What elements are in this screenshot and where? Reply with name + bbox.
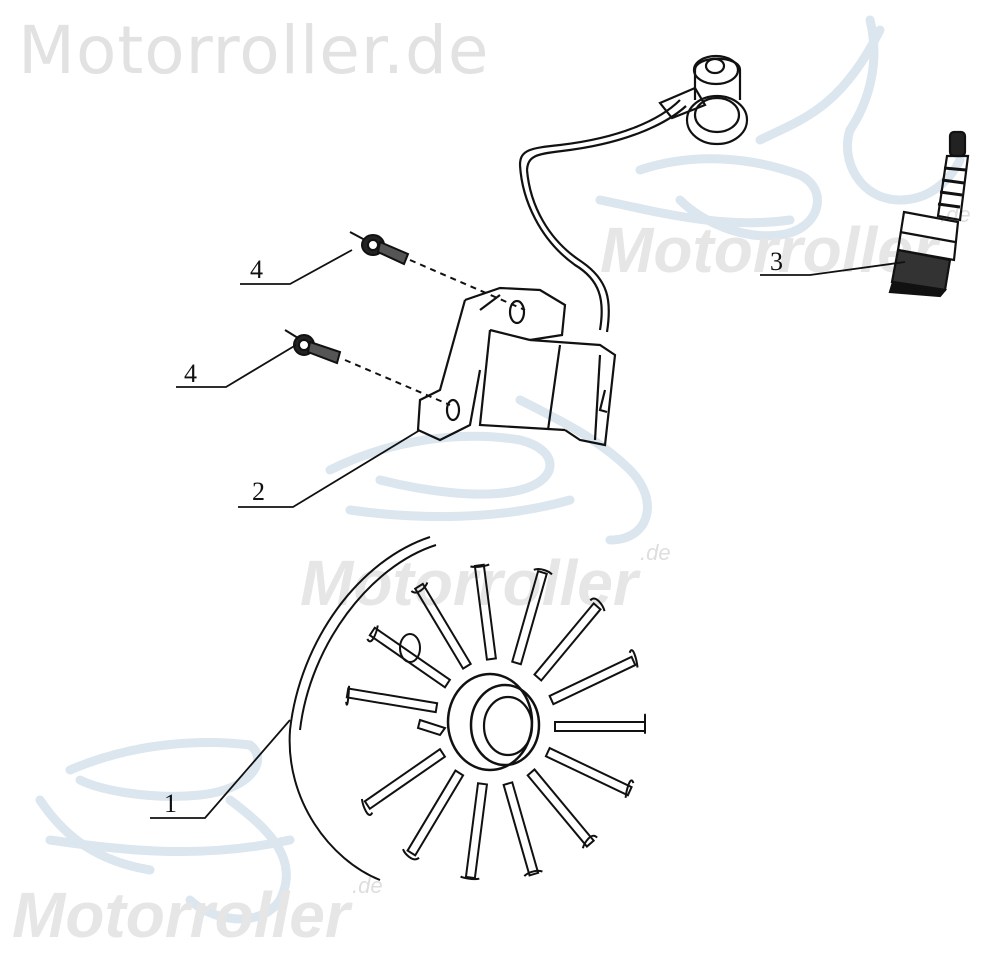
flywheel-fin-curl (624, 779, 635, 798)
flywheel-fin-curl (523, 869, 543, 877)
flywheel-fin (511, 569, 548, 666)
watermark-tld-center: .de (640, 540, 671, 565)
watermark-tld-left: .de (352, 873, 383, 898)
callout-label-2: 2 (252, 477, 265, 506)
flywheel-fin (406, 769, 465, 857)
flywheel-fin-curl (628, 649, 639, 668)
flywheel-fin-curl (360, 798, 374, 816)
bolt-upper-icon (349, 231, 526, 311)
flywheel-fin (548, 655, 637, 706)
spark-plug-cap-icon (518, 54, 749, 333)
flywheel-fin (533, 601, 602, 682)
watermark-brand-left: Motorroller (12, 879, 353, 951)
flywheel-icon (288, 536, 646, 881)
flywheel-fin (413, 582, 473, 671)
ignition-coil-icon (416, 286, 617, 447)
flywheel-fin-curl (460, 875, 480, 881)
flywheel-fin (526, 768, 596, 848)
watermark-brand-center: Motorroller (300, 547, 641, 619)
flywheel-fin-curl (345, 685, 351, 706)
flywheel-fin-curl (410, 581, 429, 594)
flywheel-fin (502, 781, 540, 877)
scooter-watermark-icon-left (35, 738, 295, 924)
flywheel-fin-curl (589, 597, 606, 612)
spark-plug-icon (888, 130, 970, 298)
flywheel-fin-curl (470, 563, 490, 568)
flywheel-fin-curl (533, 568, 553, 576)
callout-label-1: 1 (164, 789, 177, 818)
flywheel-fin (363, 747, 447, 811)
bolt-lower-icon (284, 329, 451, 406)
flywheel-fin (368, 626, 452, 689)
watermark-top: Motorroller.de (18, 12, 490, 89)
callout-label-4-upper: 4 (250, 255, 263, 284)
flywheel-fin (345, 687, 439, 714)
flywheel-fin-curl (366, 625, 379, 643)
callout-label-4-lower: 4 (184, 359, 197, 388)
flywheel-fin-curl (581, 834, 598, 849)
flywheel-fin (544, 746, 633, 797)
scooter-watermark-icon-right (595, 15, 965, 241)
flywheel-fin (554, 721, 646, 732)
flywheel-fin-curl (402, 848, 420, 861)
watermark-brand-right: Motorroller (600, 214, 941, 286)
flywheel-fin (473, 563, 497, 661)
callout-label-3: 3 (770, 247, 783, 276)
flywheel-fin (464, 782, 489, 880)
callout-leaders (150, 249, 906, 819)
scooter-watermark-icon-center (325, 395, 652, 545)
